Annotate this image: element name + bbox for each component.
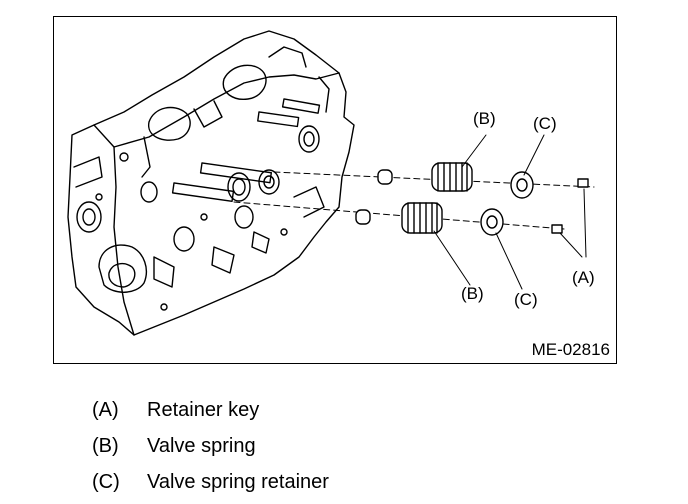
valve-seal-lower [355,209,371,225]
callout-b-lower: (B) [461,284,484,303]
valve-stem-lower [171,182,235,202]
legend-key: (B) [92,435,119,457]
callout-c-upper: (C) [533,114,557,133]
legend-text: Valve spring [147,435,256,457]
legend-key: (C) [92,471,120,493]
valve-seal-upper [377,169,393,185]
callout-c-lower: (C) [514,290,538,309]
legend-key: (A) [92,399,119,421]
valve-spring-upper [431,162,473,192]
valve-stem-upper [199,162,273,184]
spring-retainer-lower [480,208,504,236]
upper-port-2 [222,64,267,100]
figure-id: ME-02816 [531,340,610,359]
cylinder-head-body [67,30,355,336]
axis-line-lower [233,201,565,230]
side-port [76,201,102,233]
exhaust-port [98,244,148,293]
valve-spring-lower [401,202,443,234]
cylinder-head-drawing [67,30,595,336]
exploded-view-figure: (B) (C) (B) (C) (A) ME-02816 [53,16,617,364]
upper-port-1 [148,106,191,141]
spring-retainer-upper [510,171,534,199]
legend-text: Valve spring retainer [147,471,329,493]
callout-b-upper: (B) [473,109,496,128]
retainer-key-upper [577,178,589,188]
legend-text: Retainer key [147,399,260,421]
callout-a: (A) [572,268,595,287]
retainer-key-lower [551,224,563,234]
upper-stud [257,111,300,128]
